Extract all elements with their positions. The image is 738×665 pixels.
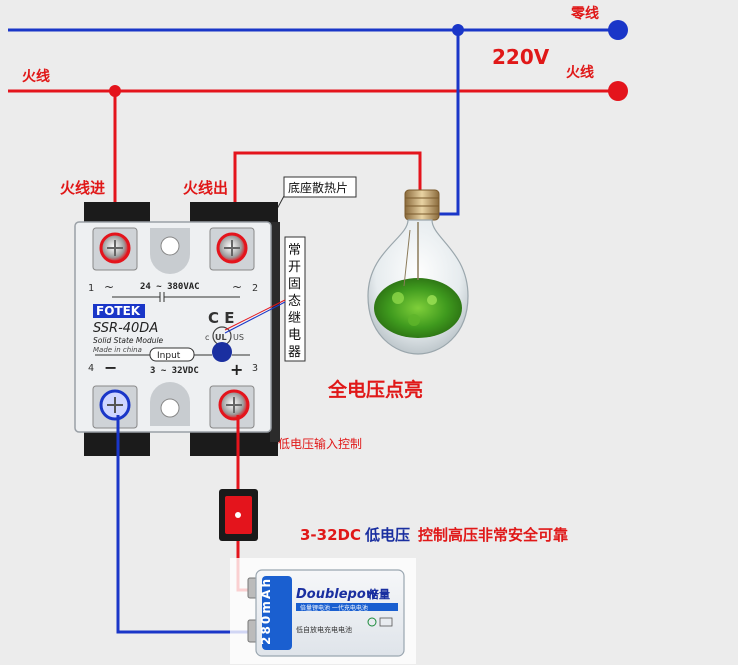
battery-9v: 280mAh Doublepow 倍量 倍量锂电池 一代充电电池 低自放电充电电…: [230, 558, 416, 664]
battery-brand: Doublepow: [296, 587, 379, 602]
battery-body: [255, 569, 405, 657]
terminal-3-screw: [218, 389, 250, 421]
full-voltage-label: 全电压点亮: [327, 378, 423, 401]
relay-subtitle: Solid State Module: [93, 336, 164, 345]
svg-text:c: c: [205, 333, 209, 342]
neutral-bulb-wire: [438, 30, 460, 216]
battery-line1: 倍量锂电池 一代充电电池: [300, 604, 368, 612]
relay-body: [74, 221, 272, 433]
terminal-4-number: 4: [88, 363, 94, 374]
live-label-left: 火线: [22, 68, 50, 85]
low-voltage-input-label: 低电压输入控制: [278, 436, 362, 451]
battery-brand-cn: 倍量: [368, 587, 390, 601]
relay-type-char-4: 继: [288, 311, 301, 326]
minus-sign: −: [104, 358, 117, 377]
ce-mark: C E: [208, 309, 234, 327]
recycle-icon: [367, 617, 377, 627]
rocker-switch[interactable]: [219, 489, 258, 541]
svg-text:UL: UL: [215, 333, 227, 342]
relay-type-char-5: 电: [288, 328, 301, 343]
input-led-icon: [212, 342, 232, 362]
neutral-line: [8, 20, 628, 40]
dc-range: 3 ~ 32VDC: [150, 366, 199, 376]
model-number: SSR-40DA: [93, 321, 158, 336]
live-in-label: 火线进: [60, 179, 105, 197]
terminal-1-screw: [99, 232, 131, 264]
note-prefix: 3-32DC: [300, 526, 361, 544]
svg-text:~: ~: [104, 280, 114, 294]
relay-type-char-3: 态: [288, 294, 301, 309]
terminal-2-screw: [216, 232, 248, 264]
battery-capacity-band: [262, 576, 292, 650]
relay-type-char-1: 开: [288, 260, 301, 275]
relay-origin: Made in china: [93, 346, 142, 354]
relay-type-char-2: 固: [288, 277, 301, 292]
light-bulb: [367, 189, 469, 355]
neutral-label: 零线: [570, 5, 599, 22]
svg-text:~: ~: [232, 280, 242, 294]
ac-range: 24 ~ 380VAC: [140, 282, 200, 292]
terminal-3-number: 3: [252, 363, 258, 374]
brand-logo: FOTEK: [96, 304, 141, 318]
voltage-label: 220V: [492, 45, 550, 69]
relay-type-char-6: 器: [288, 345, 301, 360]
note-low-voltage: 低电压: [364, 526, 410, 544]
battery-line2: 低自放电充电电池: [296, 625, 352, 634]
neutral-terminal-dot: [608, 20, 628, 40]
terminal-1-number: 1: [88, 283, 94, 294]
live-label-right: 火线: [566, 64, 594, 81]
solid-state-relay: 1 ~ 24 ~ 380VAC ~ 2 FOTEK SSR-40DA Solid…: [74, 202, 280, 456]
heatsink-callout: 底座散热片: [269, 176, 357, 223]
live-line: [8, 81, 628, 101]
battery-capacity: 280mAh: [259, 579, 273, 645]
svg-text:US: US: [233, 333, 244, 342]
input-label: Input: [157, 351, 181, 361]
relay-type-label: 常 开 固 态 继 电 器: [224, 236, 306, 362]
control-negative-wire: [116, 415, 258, 634]
terminal-4-screw: [99, 389, 131, 421]
plus-sign: +: [230, 360, 243, 379]
mount-hole-top: [160, 236, 180, 256]
mount-hole-bottom: [160, 398, 180, 418]
bulb-moss: [374, 278, 462, 338]
live-out-wire: [233, 151, 422, 240]
live-out-label: 火线出: [183, 179, 228, 197]
live-terminal-dot: [608, 81, 628, 101]
terminal-2-number: 2: [252, 283, 258, 294]
bulb-base: [404, 189, 440, 221]
cert-icon: [379, 617, 393, 627]
heatsink-label: 底座散热片: [288, 180, 348, 195]
switch-on-mark-icon: [235, 512, 241, 518]
note-rest: 控制高压非常安全可靠: [418, 526, 568, 544]
relay-type-char-0: 常: [288, 243, 301, 258]
